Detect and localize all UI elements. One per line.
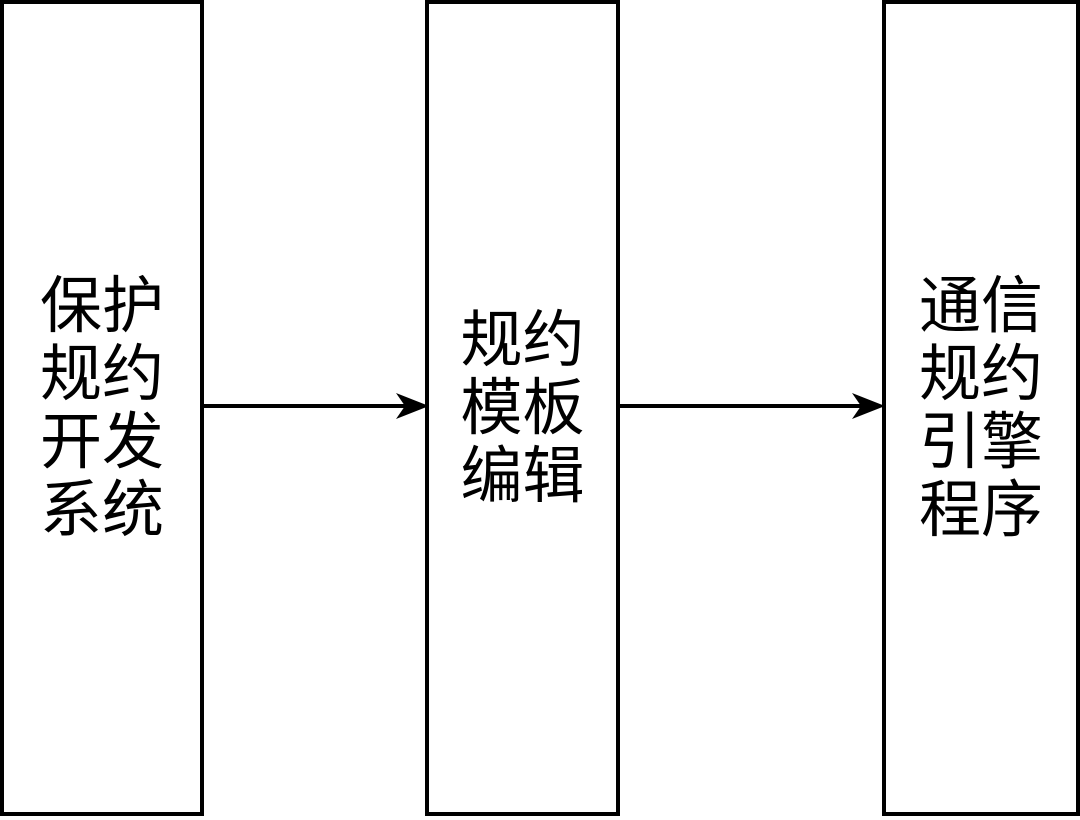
arrow-node2-to-node3 (616, 391, 886, 421)
node-protection-protocol-development-system[interactable]: 保护 规约 开发 系统 (0, 0, 204, 816)
node-label-communication-protocol-engine-program: 通信 规约 引擎 程序 (918, 269, 1043, 546)
node-protocol-template-editing[interactable]: 规约 模板 编辑 (425, 0, 620, 816)
node-communication-protocol-engine-program[interactable]: 通信 规约 引擎 程序 (882, 0, 1080, 816)
node-label-protection-protocol-development-system: 保护 规约 开发 系统 (39, 269, 164, 546)
arrow-node1-to-node2 (200, 391, 430, 421)
node-label-protocol-template-editing: 规约 模板 编辑 (460, 303, 585, 512)
